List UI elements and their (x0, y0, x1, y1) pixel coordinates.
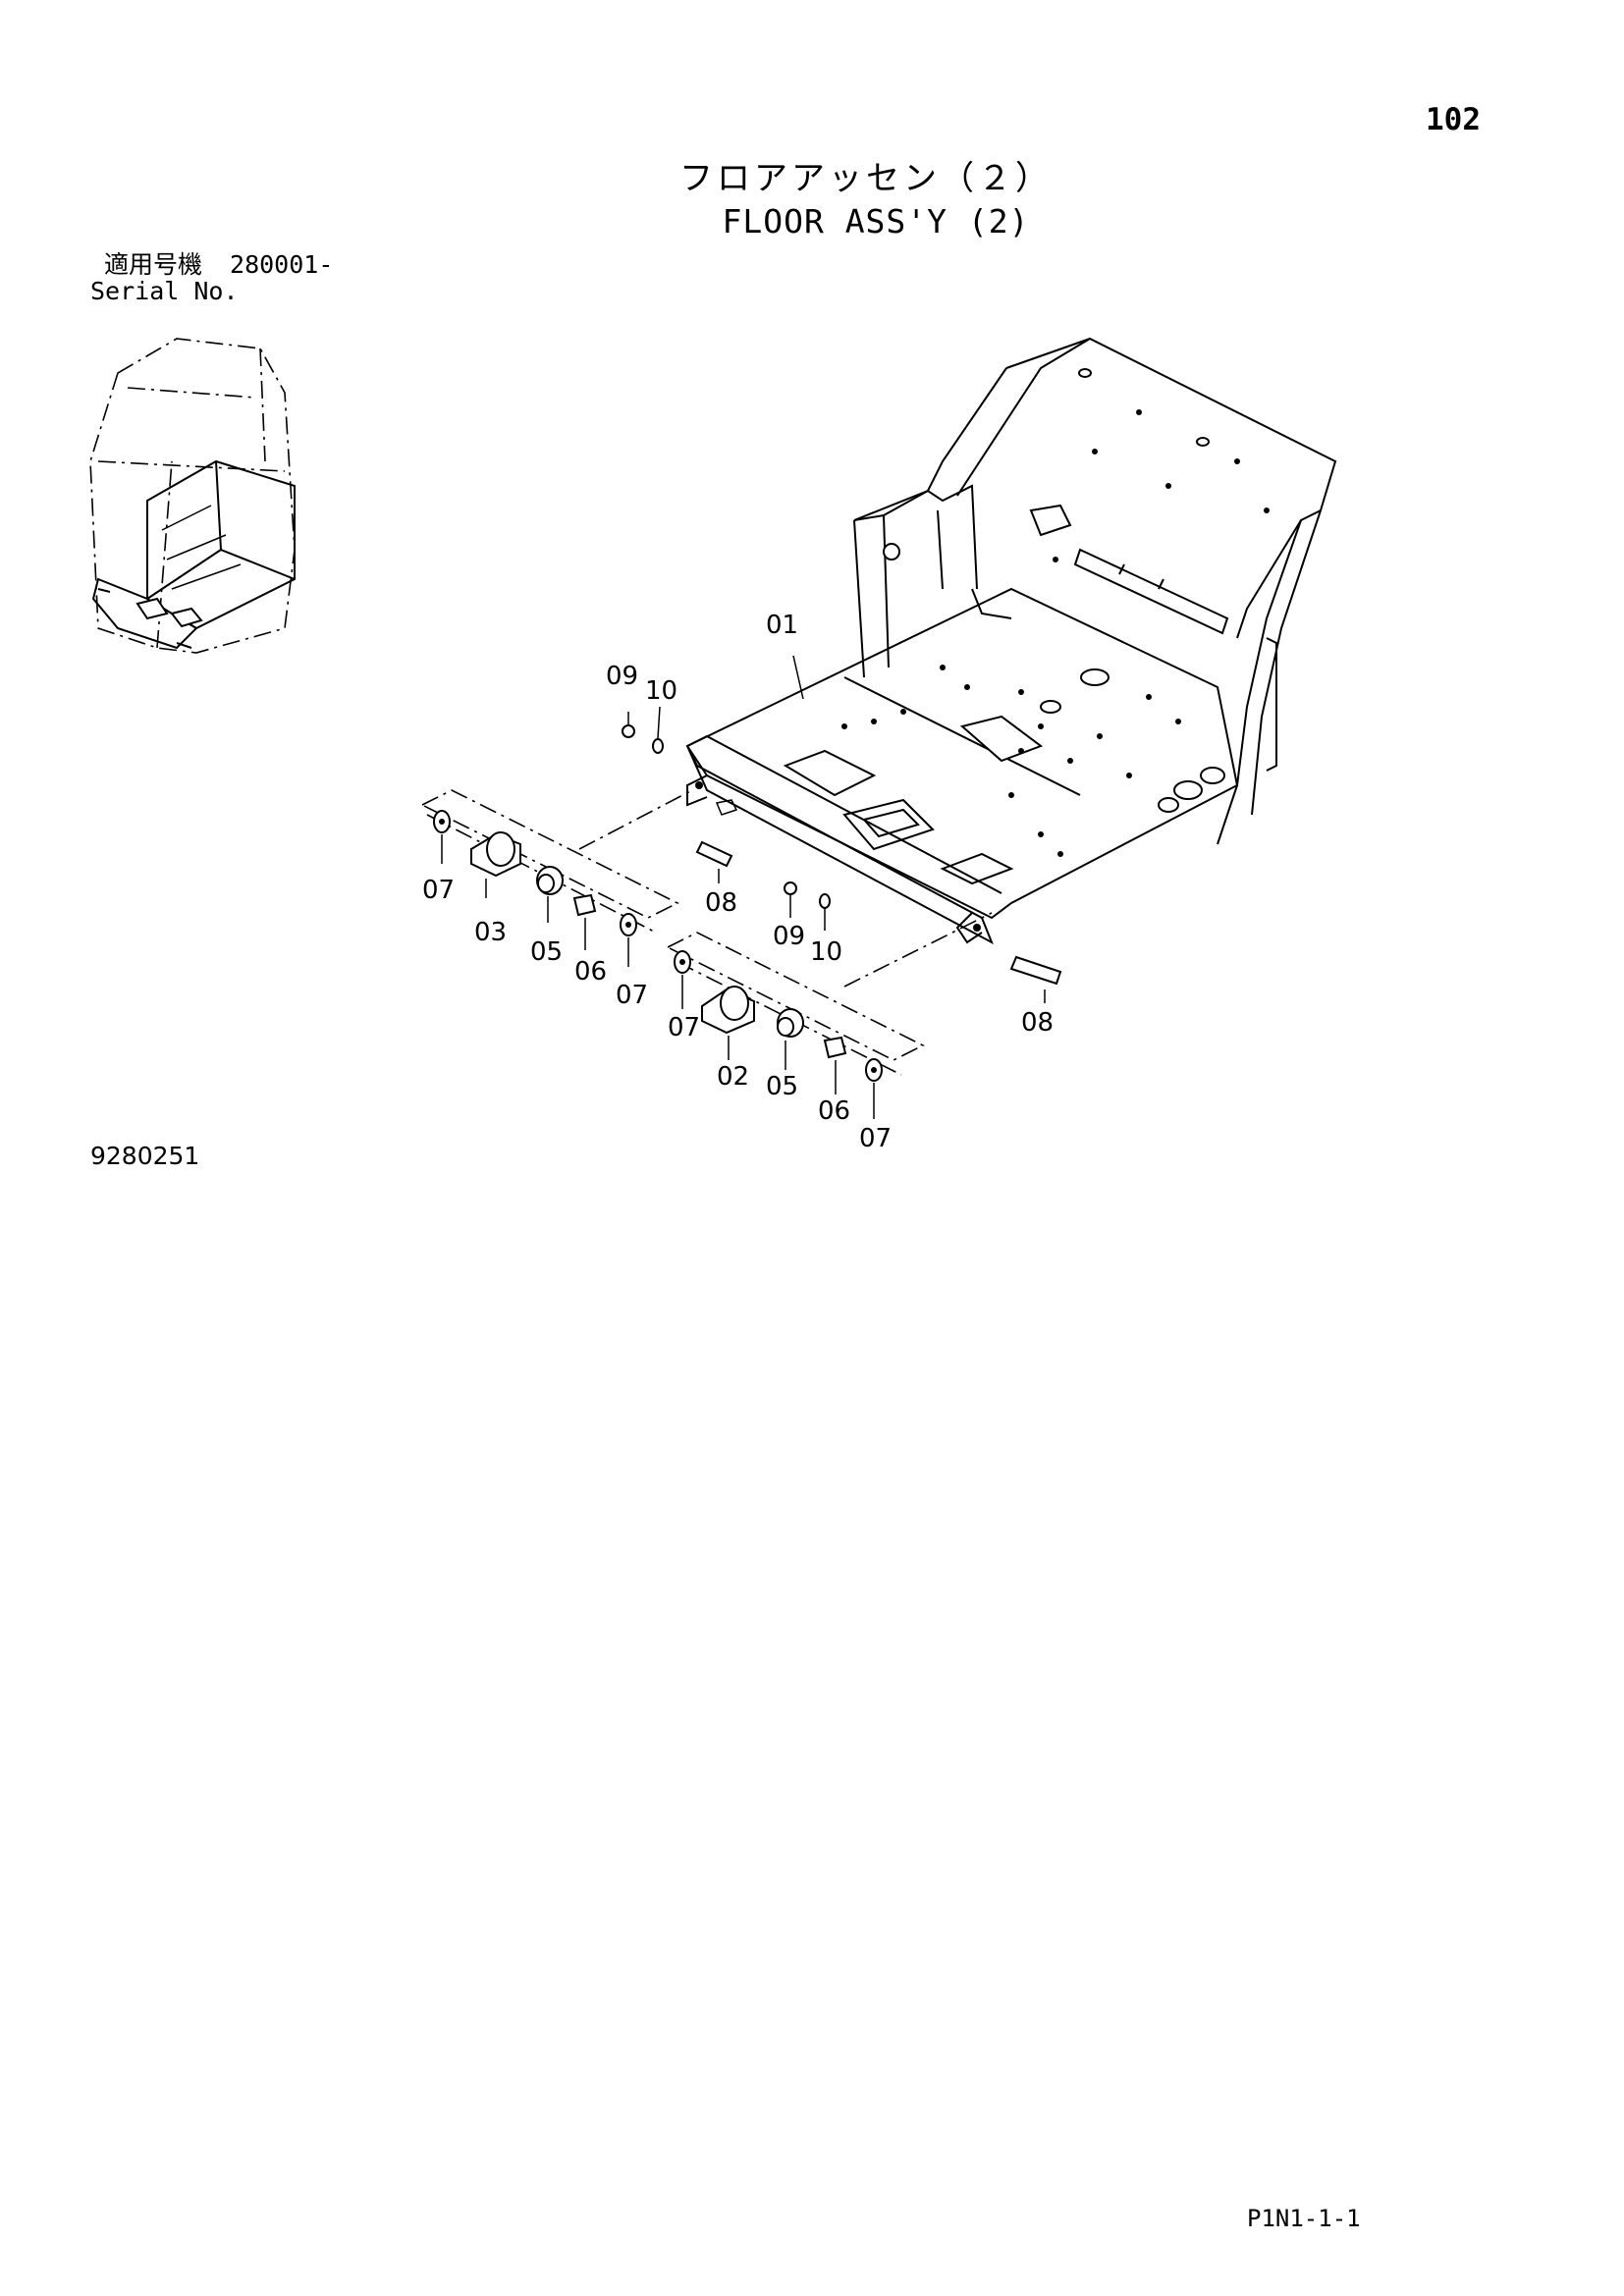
drawing-code: 9280251 (90, 1142, 200, 1170)
callout-05-right: 05 (766, 1072, 798, 1101)
callout-09-upper: 09 (606, 662, 638, 691)
callout-08-lower: 08 (1021, 1008, 1054, 1038)
callout-02: 02 (717, 1062, 749, 1092)
callout-10-upper: 10 (645, 676, 677, 706)
serial-label-japanese: 適用号機 (104, 250, 203, 279)
callout-10-lower: 10 (810, 937, 842, 967)
callout-06-left: 06 (574, 957, 607, 987)
callout-07-right-b: 07 (859, 1124, 892, 1153)
callout-07-left-a: 07 (422, 876, 455, 905)
callout-05-left: 05 (530, 937, 563, 967)
floor-frame (685, 337, 1337, 945)
callout-06-right: 06 (818, 1096, 850, 1126)
right-mount-assembly (666, 912, 993, 1119)
pins-and-fasteners (622, 706, 1062, 1003)
callout-01: 01 (766, 611, 798, 640)
page-title-japanese: フロアアッセン（２） (679, 159, 1053, 198)
callout-07-right-a: 07 (668, 1013, 700, 1042)
location-thumbnail (89, 338, 296, 654)
callout-labels: 01 09 10 07 03 05 06 07 08 09 10 07 02 0… (422, 611, 1054, 1153)
page-number: 102 (1426, 102, 1481, 137)
callout-09-lower: 09 (773, 922, 805, 951)
page-title-english: FLOOR ASS'Y (2) (722, 202, 1030, 240)
callout-03: 03 (474, 918, 507, 947)
serial-label-english: Serial No. (90, 277, 239, 305)
serial-number-block: 適用号機 280001- Serial No. (90, 251, 333, 304)
page-code: P1N1-1-1 (1247, 2205, 1361, 2232)
serial-value: 280001- (230, 250, 334, 279)
left-mount-assembly (420, 789, 693, 967)
callout-07-left-b: 07 (616, 981, 648, 1010)
callout-08-upper: 08 (705, 888, 737, 918)
